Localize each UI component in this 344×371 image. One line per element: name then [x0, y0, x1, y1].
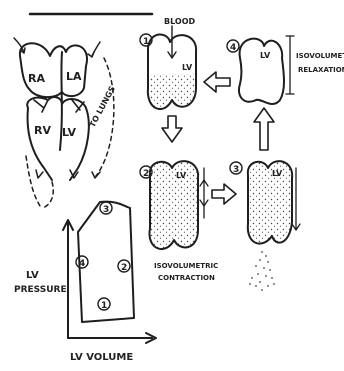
- outflow-dashed-curve: [42, 182, 53, 208]
- stage-4-lv-outline: [239, 39, 284, 104]
- rv-label: RV: [34, 124, 51, 137]
- stage-1-filling: 1 BLOOD LV: [140, 17, 202, 118]
- lv-label: LV: [62, 126, 76, 139]
- pv-point-2: 2: [121, 263, 127, 273]
- arrow-stage2-to-stage3: [212, 184, 236, 204]
- stage-2-contraction: 2 LV ISOVOLUMETRIC CONTRACTION: [140, 150, 218, 282]
- valve-marks: [34, 100, 84, 112]
- stage-4-number: 4: [230, 43, 236, 53]
- ra-label: RA: [28, 72, 45, 85]
- pv-ylabel-line2: PRESSURE: [14, 285, 67, 295]
- stage-2-caption-line2: CONTRACTION: [158, 274, 215, 282]
- outflow-dashed-left: [26, 156, 40, 206]
- heart-sketch: RA LA RV LV TO LUNGS: [14, 38, 117, 208]
- pv-point-1: 1: [101, 301, 107, 311]
- stage-4-relaxation: 4 LV ISOVOLUMETRIC RELAXATION: [227, 36, 344, 104]
- pv-point-3: 3: [103, 205, 109, 215]
- arrow-stage3-to-stage4: [254, 108, 274, 150]
- pv-loop-chart: 3 4 2 1 LV PRESSURE LV VOLUME: [14, 202, 156, 363]
- stage-3-ejection-spray: [249, 251, 275, 291]
- pv-ylabel-line1: LV: [26, 270, 39, 281]
- arrow-stage1-to-stage2: [162, 116, 182, 142]
- arrow-stage4-to-stage1: [204, 72, 230, 92]
- stage-2-caption-line1: ISOVOLUMETRIC: [154, 262, 218, 270]
- stage-4-lv-label: LV: [260, 51, 271, 60]
- stage-3-lv-label: LV: [272, 169, 283, 178]
- stage-3-ejection: 3 LV: [230, 150, 300, 291]
- stage-1-lv-label: LV: [182, 63, 193, 72]
- stage-2-number: 2: [143, 169, 149, 179]
- stage-3-number: 3: [233, 165, 239, 175]
- inflow-arrowhead-right: [88, 52, 94, 57]
- inflow-arrow-left: [14, 38, 24, 52]
- la-label: LA: [66, 70, 82, 83]
- stage-4-caption-line1: ISOVOLUMETRIC: [296, 52, 344, 60]
- stage-1-blood-fill: [140, 74, 202, 118]
- stage-4-caption-line2: RELAXATION: [298, 66, 344, 74]
- stage-2-lv-label: LV: [176, 171, 187, 180]
- pv-xlabel: LV VOLUME: [70, 352, 133, 363]
- pv-point-4: 4: [79, 259, 85, 269]
- blood-label: BLOOD: [164, 17, 196, 26]
- outflow-arrowhead-left: [36, 170, 43, 178]
